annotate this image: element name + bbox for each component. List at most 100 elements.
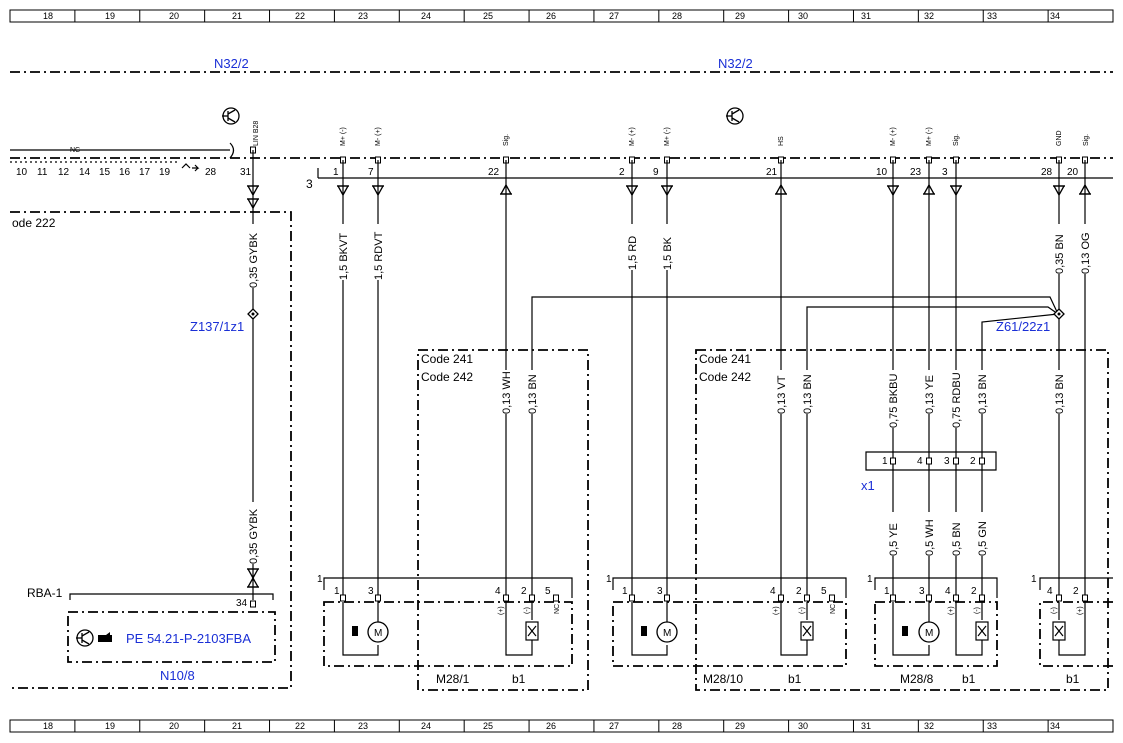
pin-signal: Sig. <box>503 134 510 146</box>
svg-text:NC: NC <box>554 604 561 614</box>
pin-label: 31 <box>240 167 252 178</box>
code-label: Code 241 <box>421 352 473 366</box>
pin-signal: M+ (-) <box>664 127 671 146</box>
pin-label: 1 <box>884 586 890 597</box>
wire-label: 0,13 YE <box>924 375 936 414</box>
grid-num: 28 <box>672 721 682 731</box>
pointing-hand-icon <box>98 632 112 642</box>
splice-label: Z137/1z1 <box>190 319 244 334</box>
lin-b28-label: LIN B28 <box>253 121 260 146</box>
pin-label: 3 <box>657 586 663 597</box>
rba-connector: RBA-1 34 <box>27 586 274 609</box>
grid-num: 34 <box>1050 11 1060 21</box>
module-name: N10/8 <box>160 668 195 683</box>
wire-label: 0,35 GYBK <box>248 232 260 288</box>
svg-text:(+): (+) <box>1077 606 1084 615</box>
wire-label: 1,5 RD <box>627 236 639 270</box>
wire-labels-upper: 0,35 GYBK 1,5 BKVT 1,5 RDVT 1,5 RD 1,5 B… <box>246 224 1092 288</box>
pin-number: 23 <box>910 167 922 178</box>
grid-num: 23 <box>358 721 368 731</box>
pin-label: 10 <box>16 167 28 178</box>
control-unit-icon <box>76 629 94 647</box>
wire-label: 1,5 BK <box>662 236 674 270</box>
control-unit-icon <box>222 107 240 125</box>
component-name: M28/10 <box>703 672 743 686</box>
wire-label: 0,13 BN <box>527 374 539 414</box>
svg-text:(+): (+) <box>773 606 780 615</box>
wire-label: 0,5 BN <box>951 522 963 556</box>
grid-num: 33 <box>987 11 997 21</box>
wire-label: 0,13 WH <box>501 371 513 414</box>
svg-text:(-): (-) <box>974 607 981 614</box>
grid-num: 19 <box>105 11 115 21</box>
grid-num: 24 <box>421 721 431 731</box>
pin-number: 2 <box>619 167 625 178</box>
pin-label: 3 <box>944 456 950 467</box>
pin-number: 1 <box>333 167 339 178</box>
grid-num: 20 <box>169 11 179 21</box>
component-part: b1 <box>962 672 976 686</box>
n10-8-ref: PE 54.21-P-2103FBA N10/8 <box>76 629 251 683</box>
grid-num: 25 <box>483 721 493 731</box>
pin-label: 2 <box>970 456 976 467</box>
splice-z137: Z137/1z1 <box>190 308 259 334</box>
component-part: b1 <box>512 672 526 686</box>
control-unit-icon <box>726 107 744 125</box>
pin-number: 7 <box>368 167 374 178</box>
pin-label: 2 <box>796 586 802 597</box>
grid-num: 28 <box>672 11 682 21</box>
grid-num: 32 <box>924 721 934 731</box>
grid-num: 29 <box>735 11 745 21</box>
reference-link[interactable]: PE 54.21-P-2103FBA <box>126 631 251 646</box>
pin-signal: M- (+) <box>375 127 382 146</box>
grid-num: 29 <box>735 721 745 731</box>
grid-num: 20 <box>169 721 179 731</box>
pin-number: 20 <box>1067 167 1079 178</box>
grid-num: 22 <box>295 11 305 21</box>
code-label: Code 242 <box>421 370 473 384</box>
bottom-grid-ruler: 18 19 20 21 22 23 24 25 26 27 28 29 30 3… <box>9 719 1114 733</box>
pin-label: 2 <box>1073 586 1079 597</box>
grid-num: 21 <box>232 721 242 731</box>
component-name: M28/1 <box>436 672 470 686</box>
pin-label: 2 <box>971 586 977 597</box>
grid-num: 26 <box>546 721 556 731</box>
motor-sensor-icon <box>641 626 647 636</box>
pin-label: 16 <box>119 167 131 178</box>
pin-label: 34 <box>236 598 248 609</box>
pin-label: 4 <box>917 456 923 467</box>
motor-icon <box>656 621 678 643</box>
pin-label: 4 <box>945 586 951 597</box>
pin-signal: M+ (-) <box>340 127 347 146</box>
pin-signal: M- (+) <box>629 127 636 146</box>
grid-num: 30 <box>798 11 808 21</box>
grid-num: 21 <box>232 11 242 21</box>
wire-label: 0,5 WH <box>924 519 936 556</box>
code-222-box <box>10 211 292 689</box>
pin-label: 17 <box>139 167 151 178</box>
code-box-1 <box>417 349 589 691</box>
n10-8-box <box>67 611 276 663</box>
wire-label: 0,75 BKBU <box>888 374 900 428</box>
pin-signal: HS <box>778 136 785 146</box>
pin-label: 1 <box>882 456 888 467</box>
wire-label: 0,5 GN <box>977 521 989 556</box>
pin-label: 4 <box>770 586 776 597</box>
grid-num: 23 <box>358 11 368 21</box>
pin-signal: GND <box>1056 130 1063 146</box>
code-label: Code 242 <box>699 370 751 384</box>
top-pins: 1 M+ (-) 7 M- (+) 22 Sig. 2 M- (+) 9 M+ … <box>333 127 1090 178</box>
splice-z61: Z61/22z1 <box>996 308 1065 334</box>
rba-label: RBA-1 <box>27 586 63 600</box>
pin-signal: Sig. <box>953 134 960 146</box>
wire-label: 0,13 OG <box>1080 232 1092 274</box>
pin-number: 3 <box>942 167 948 178</box>
motor-icon <box>918 621 940 643</box>
grid-num: 24 <box>421 11 431 21</box>
wire-label: 1,5 RDVT <box>373 231 385 280</box>
pin-signal: M+ (-) <box>926 127 933 146</box>
svg-text:(+): (+) <box>498 606 505 615</box>
connector-x1: 1 4 3 2 x1 <box>861 451 997 493</box>
connector-label: x1 <box>861 478 875 493</box>
